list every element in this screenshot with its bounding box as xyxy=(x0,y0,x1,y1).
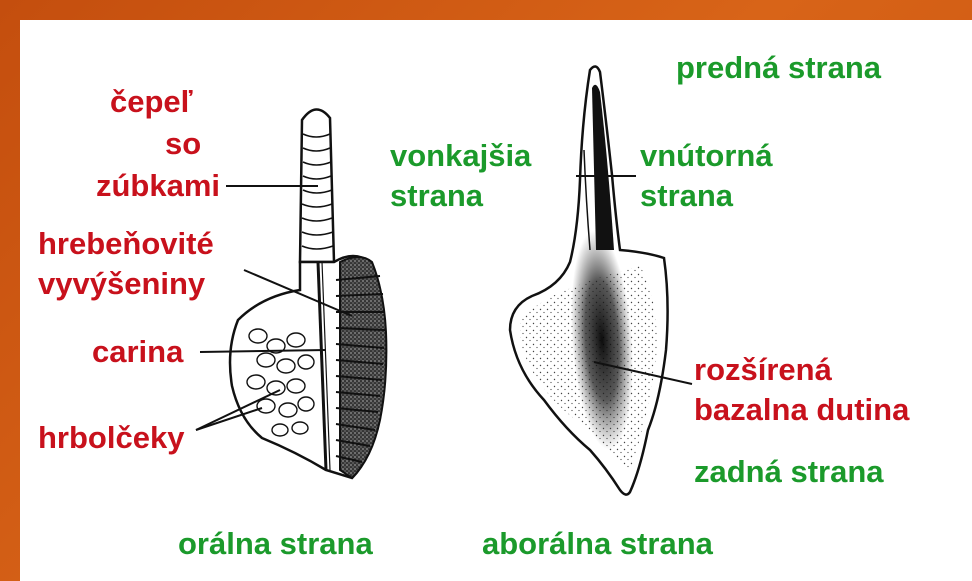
label-cepel: čepeľ xyxy=(110,84,193,120)
label-vonkajsia: vonkajšia xyxy=(390,138,531,174)
label-hrbolceky: hrbolčeky xyxy=(38,420,184,456)
aboral-view-specimen xyxy=(510,66,668,494)
label-vnutorna: vnútorná xyxy=(640,138,773,174)
label-zadna-strana: zadná strana xyxy=(694,454,884,490)
label-bazalna-dutina: bazalna dutina xyxy=(694,392,909,428)
label-carina: carina xyxy=(92,334,183,370)
label-vyvyseniny: vyvýšeniny xyxy=(38,266,205,302)
label-zubkami: zúbkami xyxy=(96,168,220,204)
label-predna-strana: predná strana xyxy=(676,50,881,86)
label-vnutorna-strana: strana xyxy=(640,178,733,214)
label-aboralna-strana: aborálna strana xyxy=(482,526,713,562)
label-oralna-strana: orálna strana xyxy=(178,526,373,562)
label-cepel-so: so xyxy=(165,126,201,162)
label-vonkajsia-strana: strana xyxy=(390,178,483,214)
label-rozsirena: rozšírená xyxy=(694,352,832,388)
label-hrebenovite: hrebeňovité xyxy=(38,226,214,262)
oral-view-specimen xyxy=(230,109,386,478)
